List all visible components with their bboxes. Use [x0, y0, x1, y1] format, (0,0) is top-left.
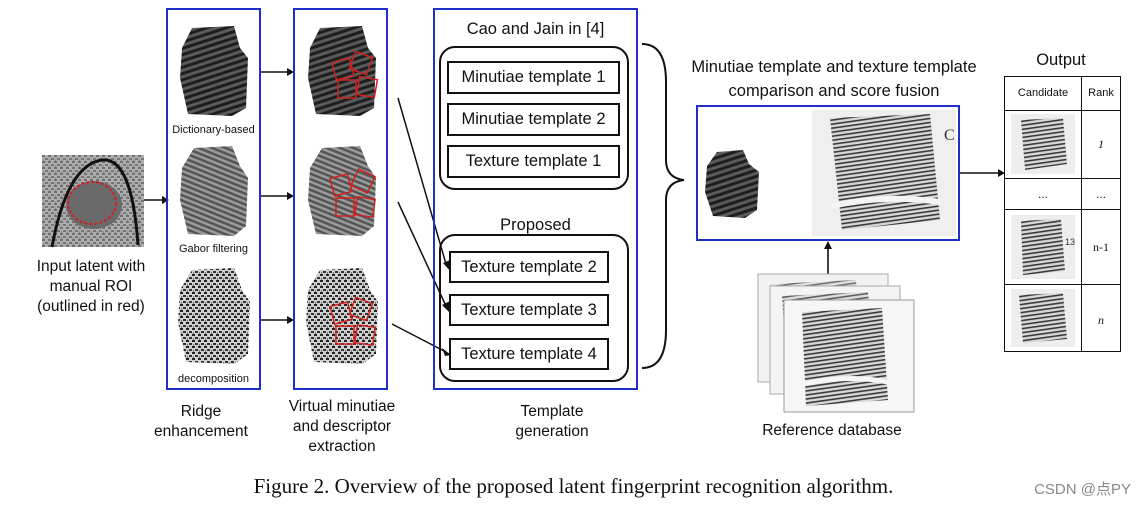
- ridge-label: Ridge enhancement: [154, 403, 248, 441]
- rank-1: 1: [1098, 137, 1104, 151]
- rank-dots: ...: [1095, 187, 1106, 201]
- svg-text:C: C: [944, 127, 955, 144]
- candidate-image-3: [1011, 289, 1075, 347]
- candidate-image-2: 13: [1011, 215, 1075, 279]
- cao-group: [439, 46, 629, 190]
- proposed-template-3: Texture template 4: [449, 338, 609, 370]
- candidate-image-1: [1011, 114, 1075, 174]
- rank-n: n: [1098, 313, 1104, 327]
- output-title: Output: [1036, 51, 1086, 69]
- output-col-rank: Rank: [1088, 87, 1114, 99]
- ridge-item-decomposition: decomposition: [178, 373, 249, 385]
- curly-brace: [641, 43, 685, 369]
- cao-template-1: Minutiae template 1: [447, 61, 620, 94]
- proposed-group: [439, 234, 629, 382]
- minutiae-extraction-frame: [293, 8, 388, 390]
- reference-print-image: C: [812, 110, 956, 236]
- gabor-enhanced-image: [174, 142, 254, 238]
- cao-template-2: Minutiae template 2: [447, 103, 620, 136]
- watermark: CSDN @点PY: [1034, 481, 1131, 498]
- proposed-template-1: Texture template 2: [449, 251, 609, 283]
- minutiae-image-1: [302, 18, 382, 118]
- latent-template-image: [703, 148, 761, 220]
- input-label: Input latent with manual ROI (outlined i…: [36, 258, 146, 316]
- decomposition-enhanced-image: [174, 262, 254, 366]
- minutiae-image-3: [302, 262, 382, 366]
- output-col-candidate: Candidate: [1017, 87, 1069, 99]
- dictionary-enhanced-image: [174, 18, 254, 118]
- reference-label: Reference database: [762, 422, 902, 439]
- proposed-template-2: Texture template 3: [449, 294, 609, 326]
- arrow-to-output: [960, 169, 1005, 177]
- comparison-frame: [696, 105, 960, 241]
- rank-n-1: n-1: [1093, 240, 1109, 254]
- input-latent-image: [42, 155, 144, 248]
- ridge-enhancement-frame: [166, 8, 261, 390]
- figure-caption: Figure 2. Overview of the proposed laten…: [253, 474, 894, 498]
- template-generation-frame: [433, 8, 638, 390]
- cao-title: Cao and Jain in [4]: [466, 20, 605, 38]
- minutiae-image-2: [302, 142, 382, 238]
- comparison-title: Minutiae template and texture template c…: [691, 58, 977, 100]
- proposed-title: Proposed: [500, 216, 571, 234]
- cao-template-3: Texture template 1: [447, 145, 620, 178]
- minutiae-label: Virtual minutiae and descriptor extracti…: [288, 398, 396, 456]
- arrow-reference-to-comparison: [824, 241, 832, 275]
- ridge-item-dictionary: Dictionary-based: [172, 124, 255, 136]
- arrows-ridge-to-minutiae: [261, 68, 294, 324]
- ridge-item-gabor: Gabor filtering: [178, 243, 249, 255]
- output-table: Candidate Rank 1 ... ... 13 n-1 n: [1004, 76, 1121, 352]
- candidate-dots: ...: [1037, 187, 1048, 201]
- arrow-input-to-ridge: [144, 196, 169, 204]
- template-label: Template generation: [515, 403, 589, 441]
- svg-text:13: 13: [1065, 237, 1075, 247]
- reference-database-stack: [756, 272, 916, 414]
